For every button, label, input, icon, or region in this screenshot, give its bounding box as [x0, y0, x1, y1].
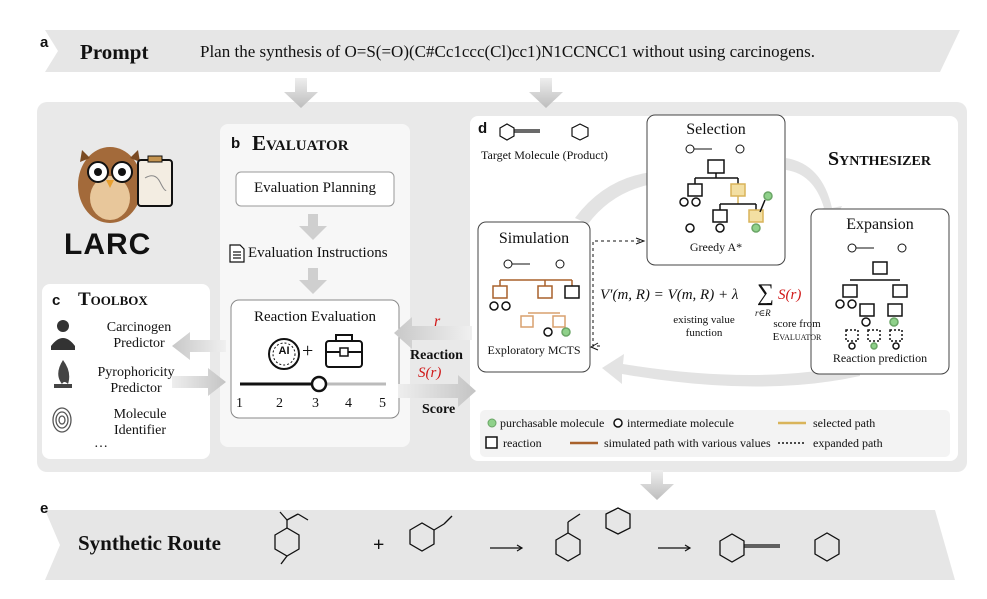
- score-sr-label: S(r): [418, 365, 442, 381]
- selection-molecule-sketch: [685, 144, 745, 154]
- arrow-score-to-synthesizer: [398, 375, 476, 407]
- ai-brain-icon: [268, 338, 300, 370]
- larc-logo-text: LARC: [64, 228, 152, 261]
- prompt-title: Prompt: [80, 40, 149, 64]
- panel-letter-b: b: [231, 135, 241, 152]
- scale-1: 1: [236, 396, 243, 411]
- score-label: Score: [422, 402, 456, 417]
- arrow-simulation-to-selection: [575, 162, 670, 224]
- prompt-banner: [45, 30, 960, 72]
- arrow-prompt-to-synthesizer: [529, 78, 563, 108]
- route-molecule-2: [409, 515, 453, 552]
- flame-icon: [54, 360, 72, 388]
- toolbox-more: …: [94, 436, 108, 451]
- route-banner: [45, 510, 955, 580]
- legend-intermediate: intermediate molecule: [627, 416, 734, 430]
- simulation-molecule-sketch: [503, 259, 565, 269]
- reaction-evaluation-box: [230, 299, 400, 419]
- route-molecule-4: [719, 532, 840, 563]
- simulation-label: Simulation: [498, 230, 570, 247]
- selection-tree: [679, 159, 773, 233]
- legend-box: [480, 410, 950, 457]
- toolbox-card: [42, 284, 210, 459]
- legend-simulated-path: simulated path with various values: [604, 436, 771, 450]
- value-formula: V′(m, R) = V(m, R) + λ: [600, 287, 739, 303]
- scale-4: 4: [345, 396, 352, 411]
- expansion-label: Expansion: [846, 216, 914, 233]
- simulation-tree: [489, 279, 580, 337]
- circle-icon: [613, 418, 623, 428]
- expansion-box: [810, 208, 950, 375]
- score-slider-knob: [310, 375, 328, 393]
- panel-letter-e: e: [40, 500, 49, 517]
- toolbox-title: Toolbox: [78, 289, 148, 310]
- plus-sign: +: [302, 340, 314, 362]
- green-circle-icon: [487, 418, 497, 428]
- synthesizer-title: Synthesizer: [828, 148, 931, 170]
- route-plus: +: [373, 534, 385, 556]
- arrow-instructions-down: [299, 268, 327, 294]
- selection-box: [646, 114, 786, 266]
- target-molecule-label: Target Molecule (Product): [481, 148, 608, 162]
- legend-purchasable: purchasable molecule: [500, 416, 605, 430]
- legend-selected-path: selected path: [813, 416, 876, 430]
- evaluation-planning-box: [235, 171, 395, 207]
- square-icon: [485, 436, 498, 449]
- evaluation-instructions-label: Evaluation Instructions: [248, 245, 388, 261]
- formula-sr: S(r): [778, 287, 802, 303]
- document-icon: [229, 244, 245, 263]
- arrow-prompt-to-evaluator: [284, 78, 318, 108]
- reaction-prediction-label: Reaction prediction: [832, 351, 928, 365]
- panel-letter-c: c: [52, 292, 61, 309]
- route-molecule-1: [274, 511, 309, 565]
- selection-label: Selection: [686, 121, 746, 138]
- scale-2: 2: [276, 396, 283, 411]
- reaction-evaluation-label: Reaction Evaluation: [253, 309, 377, 325]
- arrow-reaction-to-evaluator: [394, 317, 472, 349]
- greedy-label: Greedy A*: [689, 240, 743, 254]
- person-shield-icon: [51, 320, 75, 350]
- arrow-expansion-to-simulation: [602, 354, 860, 387]
- target-molecule-sketch: [499, 123, 589, 141]
- sum-symbol: ∑: [757, 280, 775, 306]
- route-title: Synthetic Route: [78, 531, 221, 555]
- arrow-evaluator-to-toolbox: [172, 332, 226, 360]
- owl-logo: [78, 147, 173, 223]
- prompt-text: Plan the synthesis of O=S(=O)(C#Cc1ccc(C…: [200, 42, 816, 61]
- reaction-label: Reaction: [410, 348, 463, 363]
- panel-letter-a: a: [40, 34, 49, 51]
- route-molecule-3: [555, 507, 631, 562]
- arrow-planning-down: [299, 214, 327, 240]
- ai-label: AI: [278, 345, 290, 357]
- panel-letter-d: d: [478, 120, 488, 137]
- scale-5: 5: [379, 396, 386, 411]
- expansion-molecule-sketch: [847, 243, 907, 253]
- sum-subscript: r∈R: [755, 308, 771, 318]
- scale-3: 3: [312, 396, 319, 411]
- legend-reaction: reaction: [503, 436, 542, 450]
- reaction-r-label: r: [434, 313, 441, 330]
- arrow-synthesizer-to-route: [640, 470, 674, 500]
- fingerprint-icon: [52, 407, 72, 433]
- arrow-toolbox-to-evaluator: [172, 368, 226, 396]
- evaluator-title: Evaluator: [252, 131, 349, 155]
- mcts-label: Exploratory MCTS: [487, 343, 581, 357]
- legend-expanded-path: expanded path: [813, 436, 883, 450]
- expansion-tree: [835, 261, 908, 350]
- evaluation-planning-label: Evaluation Planning: [253, 180, 377, 196]
- toolbox-icon: [325, 334, 363, 368]
